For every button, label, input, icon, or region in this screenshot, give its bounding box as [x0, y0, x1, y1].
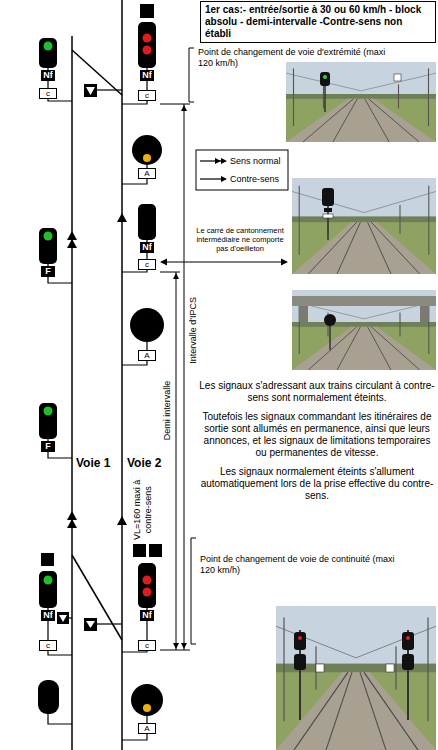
- plate-text: Nf: [142, 242, 152, 252]
- signal-lights: [44, 34, 152, 713]
- legend-text: Contre-sens: [230, 174, 279, 185]
- signal-plate: c: [39, 640, 57, 651]
- plate-text: A: [144, 169, 149, 178]
- signal-plate: F: [41, 266, 55, 277]
- signal-plate: A: [138, 723, 156, 734]
- note-paragraph: Les signaux s'adressant aux trains circu…: [198, 380, 436, 404]
- signal-plate: A: [138, 168, 156, 179]
- signal-plate: c: [39, 88, 57, 99]
- note-text: Le carré de cantonnement intermédiaire n…: [192, 226, 288, 253]
- dimension-label: Demi intervalle: [162, 365, 173, 455]
- plate-text: c: [46, 641, 50, 650]
- plate-text: A: [144, 724, 149, 733]
- zone-label: Point de changement de voie d'extrémité …: [198, 47, 388, 69]
- track-lines: [72, 0, 122, 750]
- track-name: Voie 2: [127, 456, 161, 470]
- legend-text: Sens normal: [230, 156, 281, 167]
- signal-plate: Nf: [140, 610, 154, 621]
- dimension-label: Intervalle d'IPCS: [188, 280, 199, 380]
- photo-3: [292, 290, 436, 370]
- legend-box: [196, 150, 288, 190]
- direction-arrows: [67, 213, 127, 528]
- plate-text: c: [46, 89, 50, 98]
- title-text: 1er cas:- entrée/sortie à 30 ou 60 km/h …: [205, 4, 431, 40]
- signal-posts: [48, 68, 147, 740]
- title-box: 1er cas:- entrée/sortie à 30 ou 60 km/h …: [200, 1, 436, 43]
- plate-text: Nf: [43, 610, 53, 620]
- signal-plate: Nf: [140, 70, 154, 81]
- signal-plate: Nf: [41, 70, 55, 81]
- plate-text: c: [145, 641, 149, 650]
- signal-heads: [38, 4, 164, 716]
- plate-text: Nf: [142, 610, 152, 620]
- photo-2: [292, 178, 436, 274]
- signal-plate: c: [138, 259, 156, 270]
- zone-label: Point de changement de voie de continuit…: [200, 554, 400, 576]
- plate-text: Nf: [142, 70, 152, 80]
- signal-plate: F: [41, 441, 55, 452]
- photo-4: [276, 606, 436, 750]
- signal-plate: A: [138, 350, 156, 361]
- signal-plate: Nf: [41, 610, 55, 621]
- plate-text: c: [145, 91, 149, 100]
- plate-text: F: [45, 441, 51, 451]
- plate-text: A: [144, 351, 149, 360]
- v-markers: [59, 87, 95, 628]
- note-paragraph: Les signaux normalement éteints s'allume…: [198, 466, 436, 502]
- plate-text: c: [145, 260, 149, 269]
- speed-label: VL=160 maxi à contre-sens: [132, 479, 154, 541]
- signal-plate: c: [138, 640, 156, 651]
- track-name: Voie 1: [76, 456, 110, 470]
- plate-text: F: [45, 266, 51, 276]
- signal-plate: c: [138, 90, 156, 101]
- note-paragraph: Toutefois les signaux commandant les iti…: [198, 411, 436, 459]
- plate-text: Nf: [43, 70, 53, 80]
- signal-plate: Nf: [140, 242, 154, 253]
- photo-1: [286, 62, 436, 142]
